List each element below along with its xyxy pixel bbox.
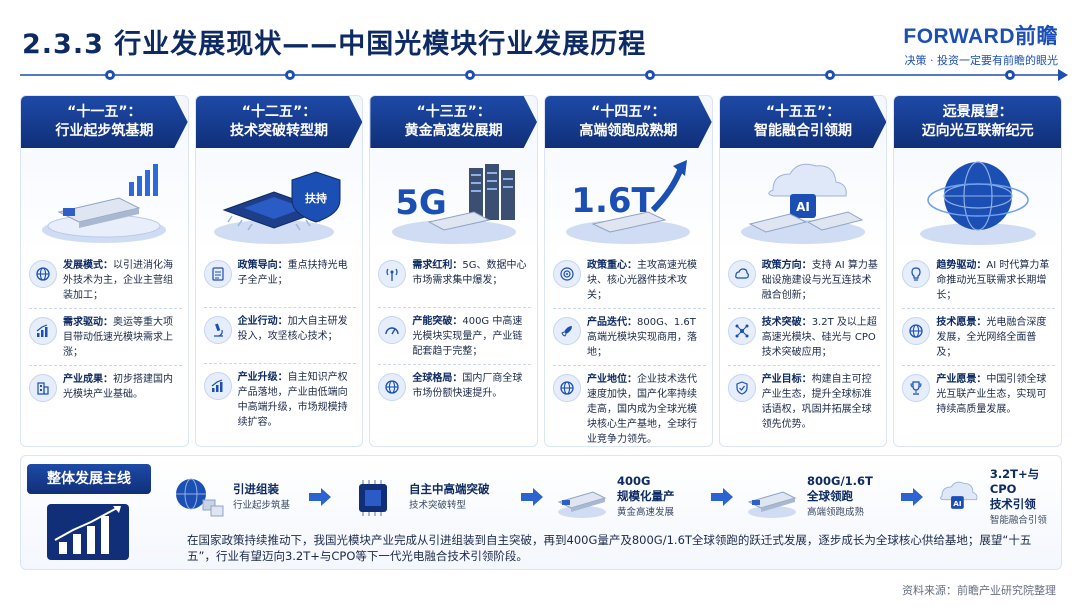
globe-network-illustration	[894, 148, 1061, 252]
5g-badge: 5G	[395, 183, 447, 223]
list-item: 技术愿景：光电融合深度发展，全光网络全面普及；	[902, 309, 1056, 366]
network-icon	[727, 317, 756, 345]
list-item: 政策重心：主攻高速光模块、核心光器件技术攻关；	[553, 252, 706, 309]
list-item: 政策导向：重点扶持光电子全产业；	[203, 252, 357, 308]
brand-tagline: 决策 · 投资一定要有前瞻的眼光	[904, 54, 1059, 67]
bulb-icon	[902, 260, 931, 288]
flow-step-breakthrough: 自主中高端突破技术突破转型	[345, 462, 490, 532]
arrow-right-icon	[521, 488, 543, 506]
svg-text:AI: AI	[953, 499, 962, 508]
globe-icon	[378, 373, 407, 401]
gauge-icon	[378, 316, 407, 344]
phase-title: 技术突破转型期	[230, 123, 328, 139]
phase-period: “十四五”：	[591, 104, 666, 120]
arrow-right-icon	[901, 488, 923, 506]
building-icon	[29, 374, 57, 402]
optical-module-illustration	[21, 148, 188, 252]
rocket-icon	[553, 317, 582, 345]
main-line-label: 整体发展主线	[27, 464, 151, 494]
phase-title: 行业起步筑基期	[55, 123, 154, 139]
chip-shield-illustration: 扶持	[196, 148, 363, 252]
phase-title: 黄金高速发展期	[404, 123, 503, 139]
globe-icon	[29, 260, 57, 288]
phase-header: “十四五”： 高端领跑成熟期	[545, 96, 712, 148]
list-item: 产业地位：企业技术迭代速度加快，国产化率持续走高，国内成为全球光模块核心生产基地…	[553, 366, 706, 446]
arrow-right-icon	[711, 488, 733, 506]
phase-header: “十一五”： 行业起步筑基期	[21, 96, 188, 148]
page-title: 2.3.3 行业发展现状——中国光模块行业发展历程	[22, 29, 647, 60]
phase-card-15th: “十五五”： 智能融合引领期 AI 政策方向：支持 AI 算力基础设施建设与光互…	[718, 95, 888, 447]
phase-period: “十一五”：	[67, 104, 142, 120]
flow-step-cpo: AI 3.2T+与CPO 技术引领智能融合引领	[931, 462, 1059, 532]
phase-card-14th: “十四五”： 高端领跑成熟期 1.6T 政策重心：主攻高速光模块、核心光器件技术…	[544, 95, 713, 447]
ai-cloud-icon: AI	[940, 481, 978, 509]
phase-cards: “十一五”： 行业起步筑基期 发展模式：以引进消化海外技术为主，企业主营组装加工…	[20, 95, 1063, 447]
antenna-icon	[378, 260, 407, 288]
list-item: 全球格局：国内厂商全球市场份额快速提升。	[378, 365, 531, 421]
optical-module-icon	[557, 491, 607, 518]
arrow-right-icon	[309, 488, 331, 506]
phase-header: 远景展望： 迈向光互联新纪元	[894, 96, 1062, 148]
phase-header: “十二五”： 技术突破转型期	[195, 96, 363, 148]
list-item: 产能突破：400G 中高速光模块实现量产，产业链配套趋于完整；	[378, 308, 532, 365]
list-item: 产业升级：自主知识产权产品落地，产业由低端向中高端升级，市场规模持续扩容。	[203, 364, 357, 435]
phase-card-vision: 远景展望： 迈向光互联新纪元 趋势驱动：AI 时代算力革命推动光互联需求长期增长…	[893, 95, 1063, 447]
globe-icon	[902, 317, 931, 345]
list-item: 产业成果：初步搭建国内光模块产业基础。	[29, 366, 182, 422]
phase-header: “十五五”： 智能融合引领期	[719, 96, 887, 148]
list-item: 产品迭代：800G、1.6T 高端光模块实现商用，落地；	[553, 309, 706, 366]
timeline-axis	[20, 69, 1068, 81]
document-icon	[203, 260, 232, 288]
phase-period: “十二五”：	[241, 104, 317, 120]
list-item: 趋势驱动：AI 时代算力革命推动光互联需求长期增长；	[902, 252, 1056, 309]
phase-card-13th: “十三五”： 黄金高速发展期 5G 需求红利：5G、数据中心市场需求集中爆发； …	[369, 95, 539, 447]
source-note: 资料来源：前瞻产业研究院整理	[902, 584, 1056, 597]
growth-chart-icon	[29, 317, 57, 345]
list-item: 需求红利：5G、数据中心市场需求集中爆发；	[378, 252, 532, 308]
flow-step-400g: 400G 规模化量产黄金高速发展	[553, 462, 675, 532]
list-item: 需求驱动：奥运等重大项目带动低速光模块需求上涨；	[29, 309, 182, 366]
flow-step-800g: 800G/1.6T 全球领跑高端领跑成熟	[743, 462, 873, 532]
development-flow: 引进组装行业起步筑基 自主中高端突破技术突破转型 400G 规模化量产黄金高速发…	[169, 462, 1059, 532]
phase-header: “十三五”： 黄金高速发展期	[370, 96, 538, 148]
list-item: 技术突破：3.2T 及以上超高速光模块、硅光与 CPO 技术突破应用；	[727, 309, 881, 366]
brand-name: FORWARD前瞻	[903, 25, 1058, 48]
ai-cloud-illustration: AI	[720, 148, 887, 252]
chip-icon	[359, 480, 387, 516]
main-line-panel: 整体发展主线 引进组装行业起步筑基 自主中高端突破技术突破转型	[20, 455, 1062, 570]
phase-period: “十三五”：	[416, 104, 491, 120]
rising-bars-icon	[47, 504, 129, 560]
shield-icon	[727, 374, 756, 402]
list-item: 发展模式：以引进消化海外技术为主，企业主营组装加工；	[29, 252, 182, 309]
phase-title: 迈向光互联新纪元	[921, 123, 1034, 139]
support-badge: 扶持	[305, 191, 327, 205]
list-item: 产业愿景：中国引领全球光互联产业生态，实现可持续高质量发展。	[902, 366, 1055, 422]
phase-card-12th: “十二五”： 技术突破转型期 扶持 政策导向：重点扶持光电子全产业； 企业行动：…	[194, 95, 364, 447]
optical-module-icon	[747, 491, 797, 518]
trophy-icon	[902, 374, 931, 402]
summary-text: 在国家政策持续推动下，我国光模块产业完成从引进组装到自主突破，再到400G量产及…	[187, 533, 1032, 563]
globe-boxes-icon	[176, 478, 224, 517]
cloud-icon	[727, 260, 756, 288]
phase-period: “十五五”：	[765, 104, 841, 120]
globe-icon	[553, 374, 582, 402]
list-item: 政策方向：支持 AI 算力基础设施建设与光互连技术融合创新；	[727, 252, 881, 309]
1-6t-illustration: 1.6T	[545, 148, 712, 252]
5g-datacenter-illustration: 5G	[370, 148, 537, 252]
target-icon	[553, 260, 582, 288]
microscope-icon	[203, 316, 232, 344]
growth-chart-icon	[203, 372, 232, 400]
phase-period: 远景展望：	[942, 104, 1013, 120]
ai-badge: AI	[796, 200, 810, 214]
flow-step-assembly: 引进组装行业起步筑基	[169, 462, 290, 532]
list-item: 产业目标：构建自主可控产业生态，提升全球标准话语权，巩固并拓展全球领先优势。	[727, 366, 881, 437]
list-item: 企业行动：加大自主研发投入，攻坚核心技术；	[203, 308, 357, 364]
phase-title: 智能融合引领期	[754, 123, 853, 139]
brand-logo: FORWARD前瞻 决策 · 投资一定要有前瞻的眼光	[903, 20, 1058, 68]
phase-title: 高端领跑成熟期	[579, 123, 678, 139]
phase-card-11th: “十一五”： 行业起步筑基期 发展模式：以引进消化海外技术为主，企业主营组装加工…	[20, 95, 189, 447]
